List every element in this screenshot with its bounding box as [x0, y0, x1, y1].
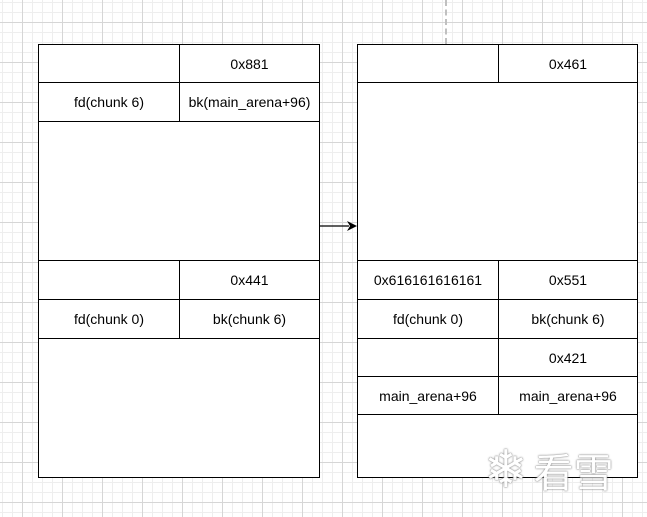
right-fd-cell-2: fd(chunk 0)	[357, 299, 499, 339]
right-bk-cell-2: bk(chunk 6)	[498, 299, 638, 339]
left-data-area-2	[38, 338, 320, 478]
right-size-cell-2: 0x551	[498, 260, 638, 300]
left-fd-cell-2: fd(chunk 0)	[38, 299, 180, 339]
left-fd-cell-1: fd(chunk 6)	[38, 82, 180, 122]
right-prev-size-cell-2: 0x616161616161	[357, 260, 499, 300]
right-bk-cell-3: main_arena+96	[498, 376, 638, 415]
left-size-cell-1: 0x881	[179, 44, 320, 83]
watermark-text: 看雪	[533, 452, 614, 496]
arrow-right-icon	[319, 221, 357, 231]
page-break-line	[445, 0, 447, 44]
watermark: ❄ 看雪	[484, 440, 614, 500]
left-bk-cell-1: bk(main_arena+96)	[179, 82, 320, 122]
right-size-cell-3: 0x421	[498, 338, 638, 377]
right-prev-size-cell	[357, 44, 499, 83]
right-fd-cell-3: main_arena+96	[357, 376, 499, 415]
left-prev-size-cell-2	[38, 260, 180, 300]
left-size-cell-2: 0x441	[179, 260, 320, 300]
left-prev-size-cell	[38, 44, 180, 83]
right-data-area-1	[357, 82, 638, 261]
left-bk-cell-2: bk(chunk 6)	[179, 299, 320, 339]
right-prev-size-cell-3	[357, 338, 499, 377]
snowflake-icon: ❄	[484, 441, 528, 499]
right-size-cell-1: 0x461	[498, 44, 638, 83]
left-data-area-1	[38, 121, 320, 261]
right-data-area-3	[357, 414, 638, 478]
